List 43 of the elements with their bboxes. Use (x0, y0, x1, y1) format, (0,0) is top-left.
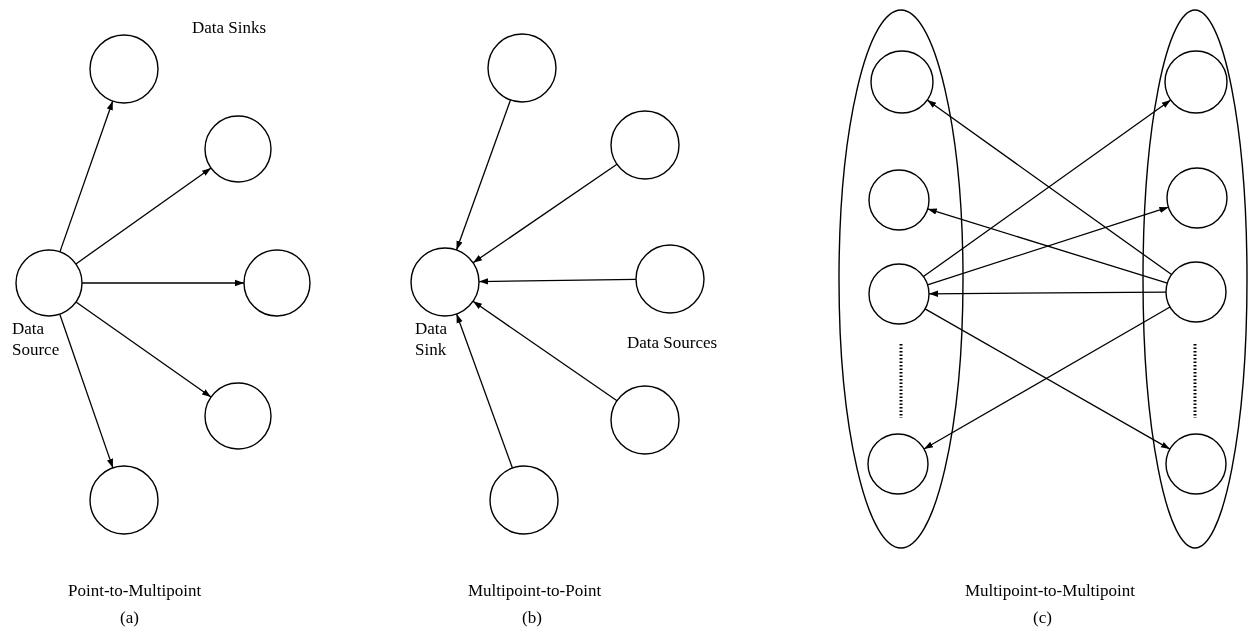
node-circle (869, 170, 929, 230)
node-circle (608, 110, 682, 180)
arrow (478, 278, 637, 285)
label-text: Multipoint-to-Point (468, 580, 602, 601)
node-circle (868, 434, 928, 494)
arrow (81, 279, 245, 287)
node-circle (485, 33, 559, 103)
arrow (75, 167, 212, 265)
label-text: (a) (120, 607, 139, 628)
node-circle (88, 465, 160, 535)
node-circle (869, 264, 929, 324)
node-circle (202, 382, 274, 450)
label-text: Data Sources (627, 332, 718, 353)
node-circle (1165, 51, 1227, 113)
arrow (455, 313, 514, 469)
node-circle (12, 249, 86, 317)
node-circle (408, 247, 482, 317)
arrow (455, 99, 512, 251)
node-circle (608, 385, 682, 455)
arrow (472, 300, 618, 402)
node-circle (871, 51, 933, 113)
arrow (472, 163, 618, 264)
node-circle (633, 244, 707, 314)
node-caption: Data Sink (415, 318, 449, 360)
label-text: Point-to-Multipoint (68, 580, 202, 601)
label-text: Multipoint-to-Multipoint (965, 580, 1135, 601)
label-text: (c) (1033, 607, 1052, 628)
node-circle (1167, 168, 1227, 228)
group-ellipse (1142, 9, 1248, 549)
arrow (928, 290, 1167, 297)
node-circle (1166, 262, 1226, 322)
node-circle (241, 249, 313, 317)
node-circle (202, 115, 274, 183)
label-text: (b) (522, 607, 542, 628)
node-circle (487, 465, 561, 535)
arrow (59, 100, 114, 253)
node-caption: Data Source (12, 318, 61, 360)
node-circle (88, 34, 160, 104)
arrow (75, 301, 212, 398)
node-circle (1166, 434, 1226, 494)
group-ellipse (838, 9, 964, 549)
label-text: Data Sinks (192, 17, 267, 38)
arrow (59, 313, 114, 469)
